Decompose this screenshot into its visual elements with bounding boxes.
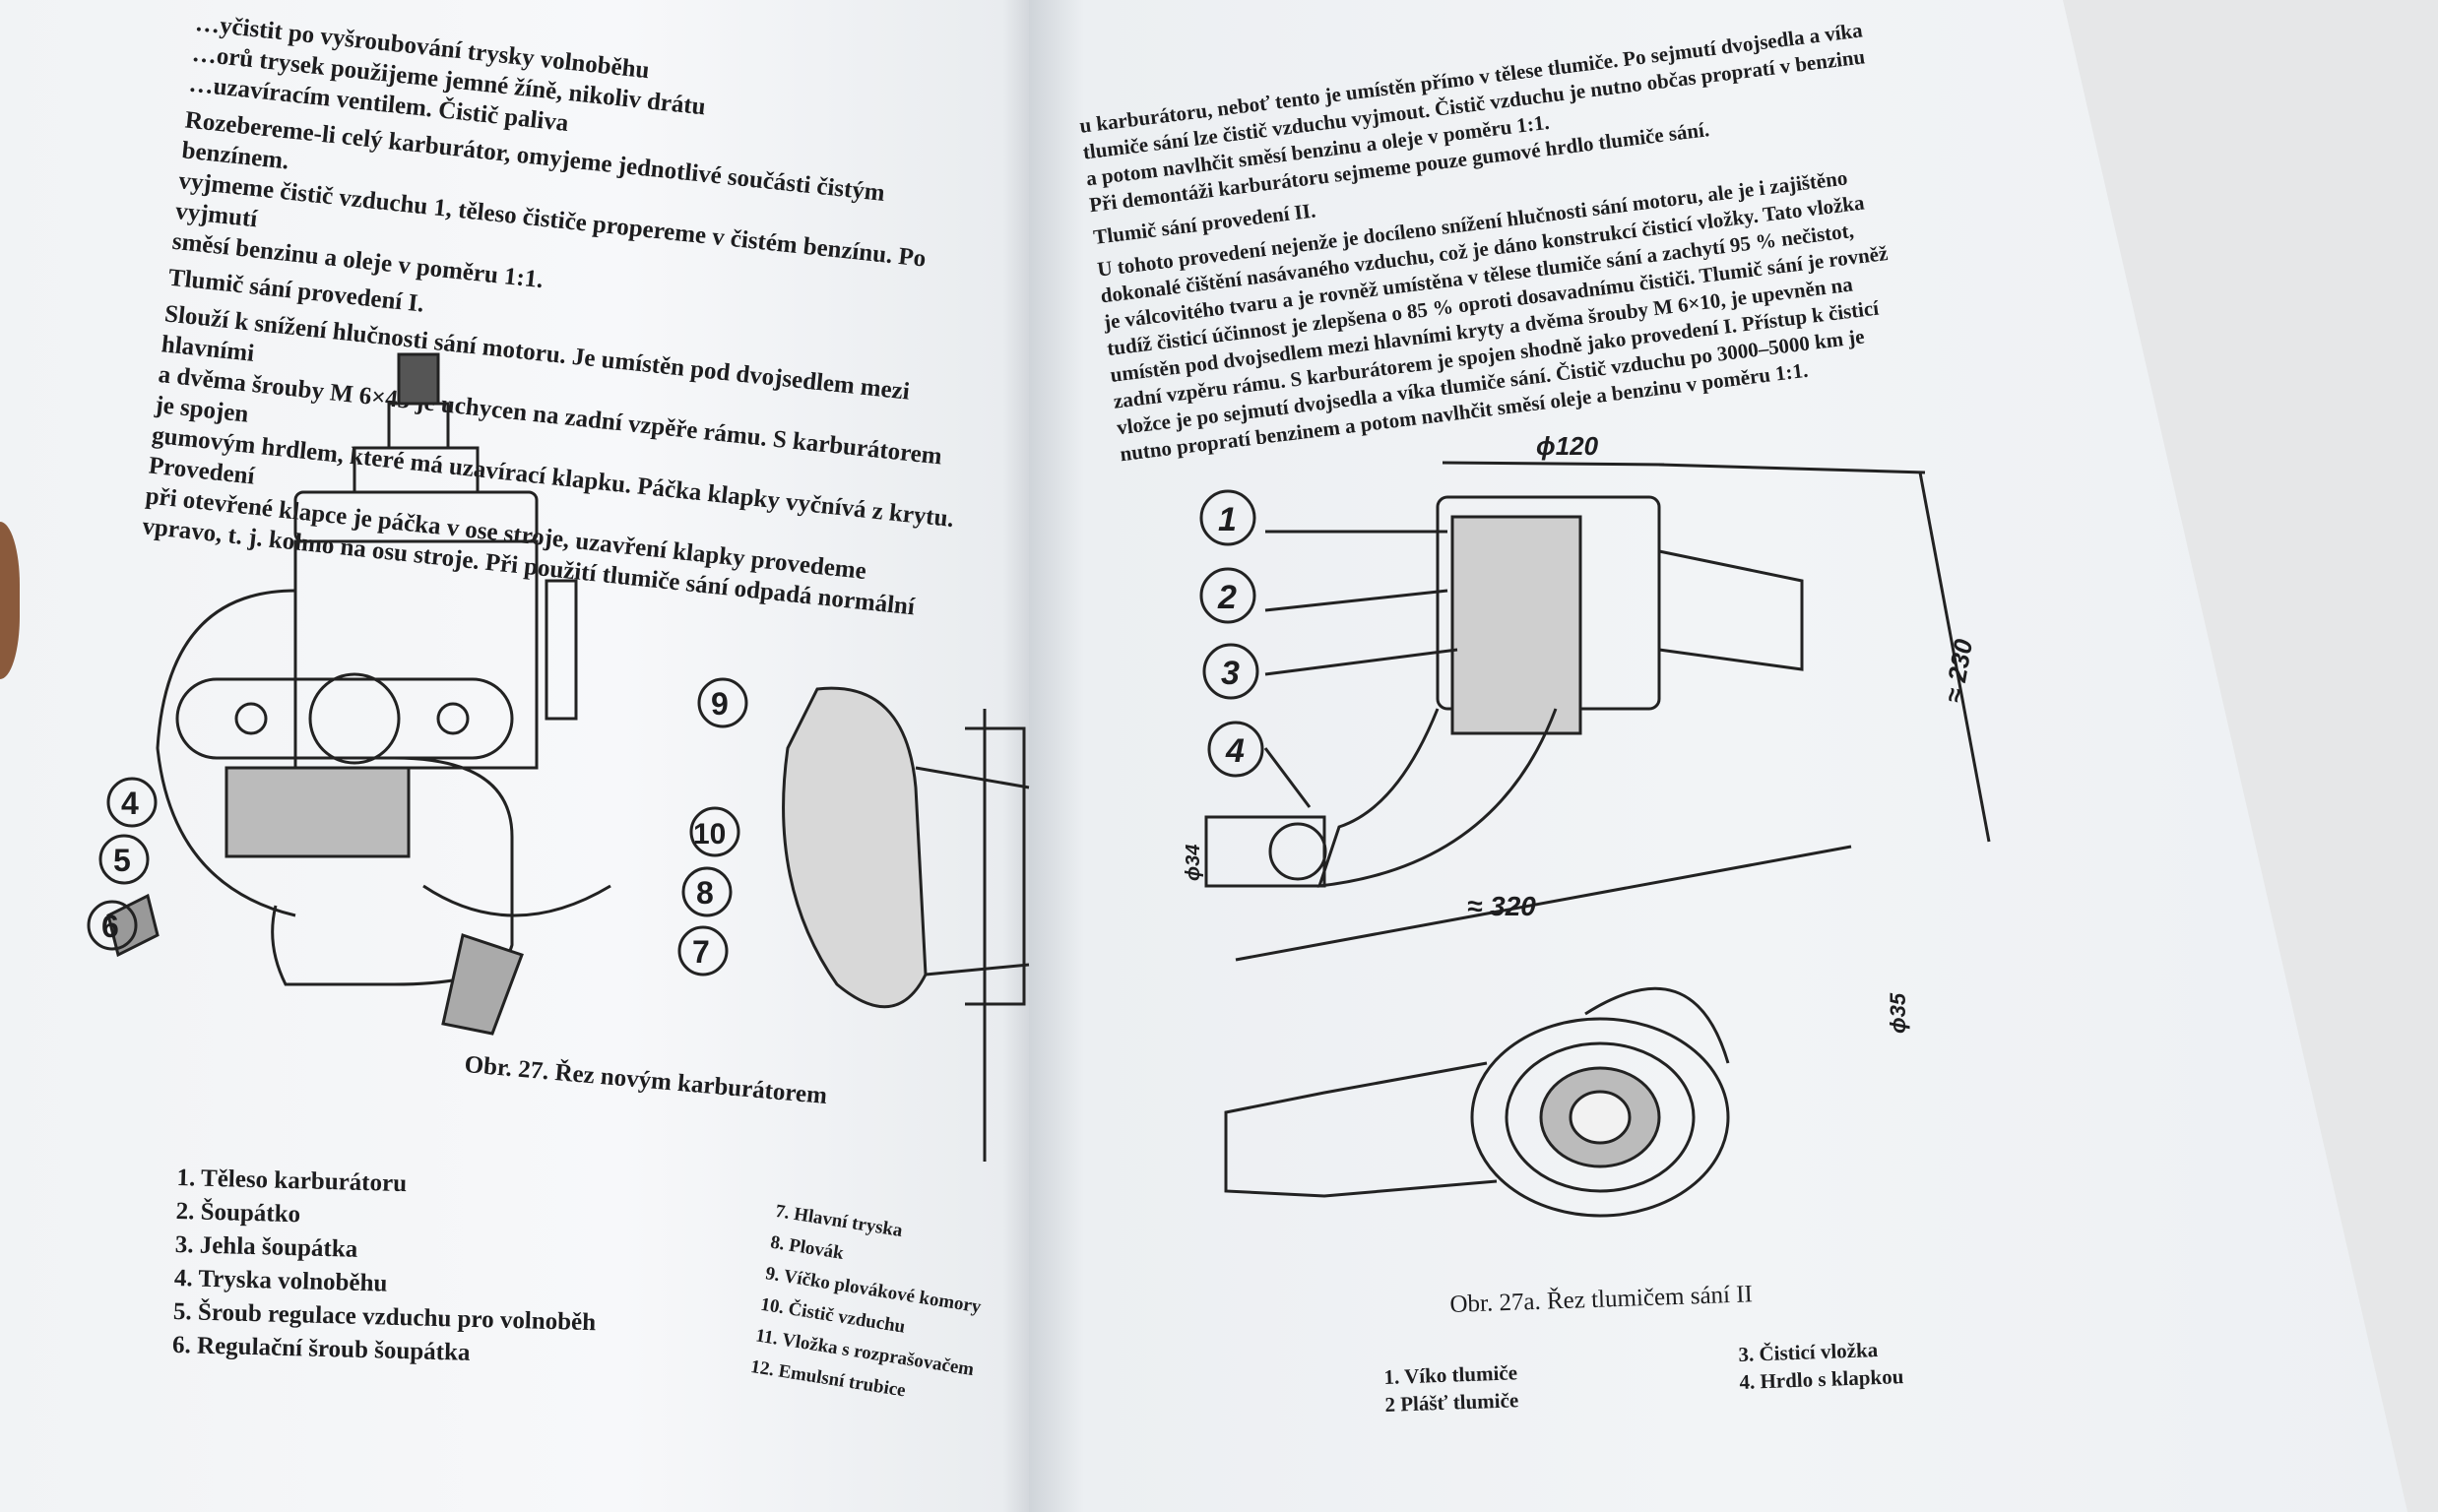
- air-filter-drawing: [782, 686, 1030, 1162]
- legend-item: 2 Plášť tlumiče: [1384, 1388, 1519, 1417]
- dimension-35: ϕ35: [1886, 992, 1910, 1034]
- dimension-d120: ϕ120: [1536, 431, 1599, 461]
- dimension-34: ϕ34: [1183, 845, 1204, 881]
- figure-27-legend-right: 7. Hlavní tryska 8. Plovák 9. Víčko plov…: [748, 1196, 995, 1418]
- dimension-230: ≈ 230: [1938, 636, 1978, 705]
- callout-9: 9: [711, 686, 729, 722]
- callout-3: 3: [1221, 655, 1240, 692]
- figure-27-legend-left: 1. Těleso karburátoru 2. Šoupátko 3. Jeh…: [172, 1162, 600, 1373]
- callout-7: 7: [692, 934, 710, 970]
- legend-item: 4. Hrdlo s klapkou: [1739, 1364, 1904, 1394]
- dimension-320: ≈ 320: [1467, 891, 1536, 921]
- figure-27a-legend-right: 3. Čisticí vložka 4. Hrdlo s klapkou: [1738, 1335, 1904, 1396]
- muffler-bottom-view: [1224, 986, 1730, 1218]
- thumb: [0, 522, 20, 679]
- callout-1: 1: [1218, 501, 1237, 538]
- callout-2: 2: [1217, 579, 1237, 616]
- callout-4: 4: [121, 786, 139, 821]
- callout-5: 5: [113, 843, 131, 878]
- callout-6: 6: [101, 909, 119, 944]
- callout-8: 8: [696, 875, 714, 911]
- figure-27a-legend-left: 1. Víko tlumiče 2 Plášť tlumiče: [1383, 1358, 1519, 1418]
- callout-4: 4: [1225, 732, 1245, 770]
- carburetor-drawing: [106, 352, 611, 1036]
- right-callouts: 1 2 3 4: [1199, 489, 1264, 778]
- callout-10: 10: [693, 818, 726, 850]
- muffler-drawing: [1204, 461, 1991, 962]
- left-callouts: 9 10 8 7 4 5 6: [87, 677, 748, 976]
